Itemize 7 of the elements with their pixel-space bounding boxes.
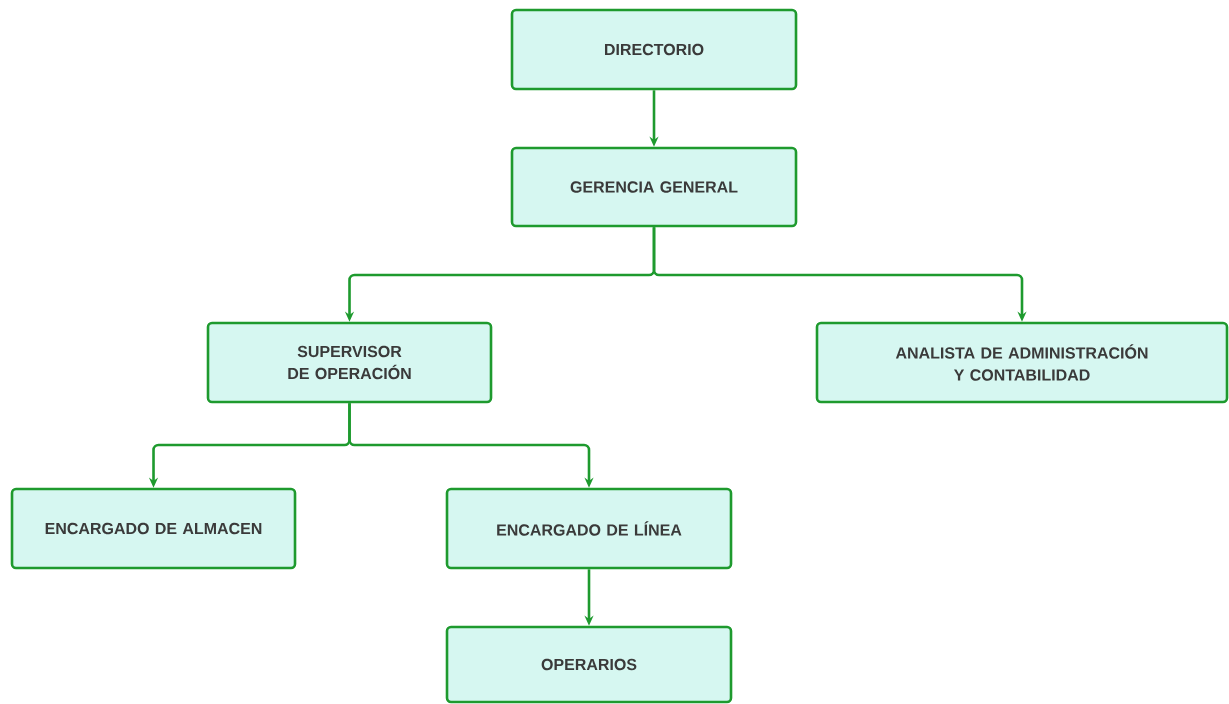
- org-box: ENCARGADO DE ALMACEN: [10, 487, 297, 570]
- org-box: OPERARIOS: [445, 625, 733, 704]
- org-box: SUPERVISOR DE OPERACIÓN: [206, 321, 493, 404]
- org-box: ENCARGADO DE LÍNEA: [445, 487, 733, 570]
- org-box: ANALISTA DE ADMINISTRACIÓN Y CONTABILIDAD: [815, 321, 1229, 404]
- org-box: GERENCIA GENERAL: [510, 146, 798, 228]
- org-box: DIRECTORIO: [510, 8, 798, 91]
